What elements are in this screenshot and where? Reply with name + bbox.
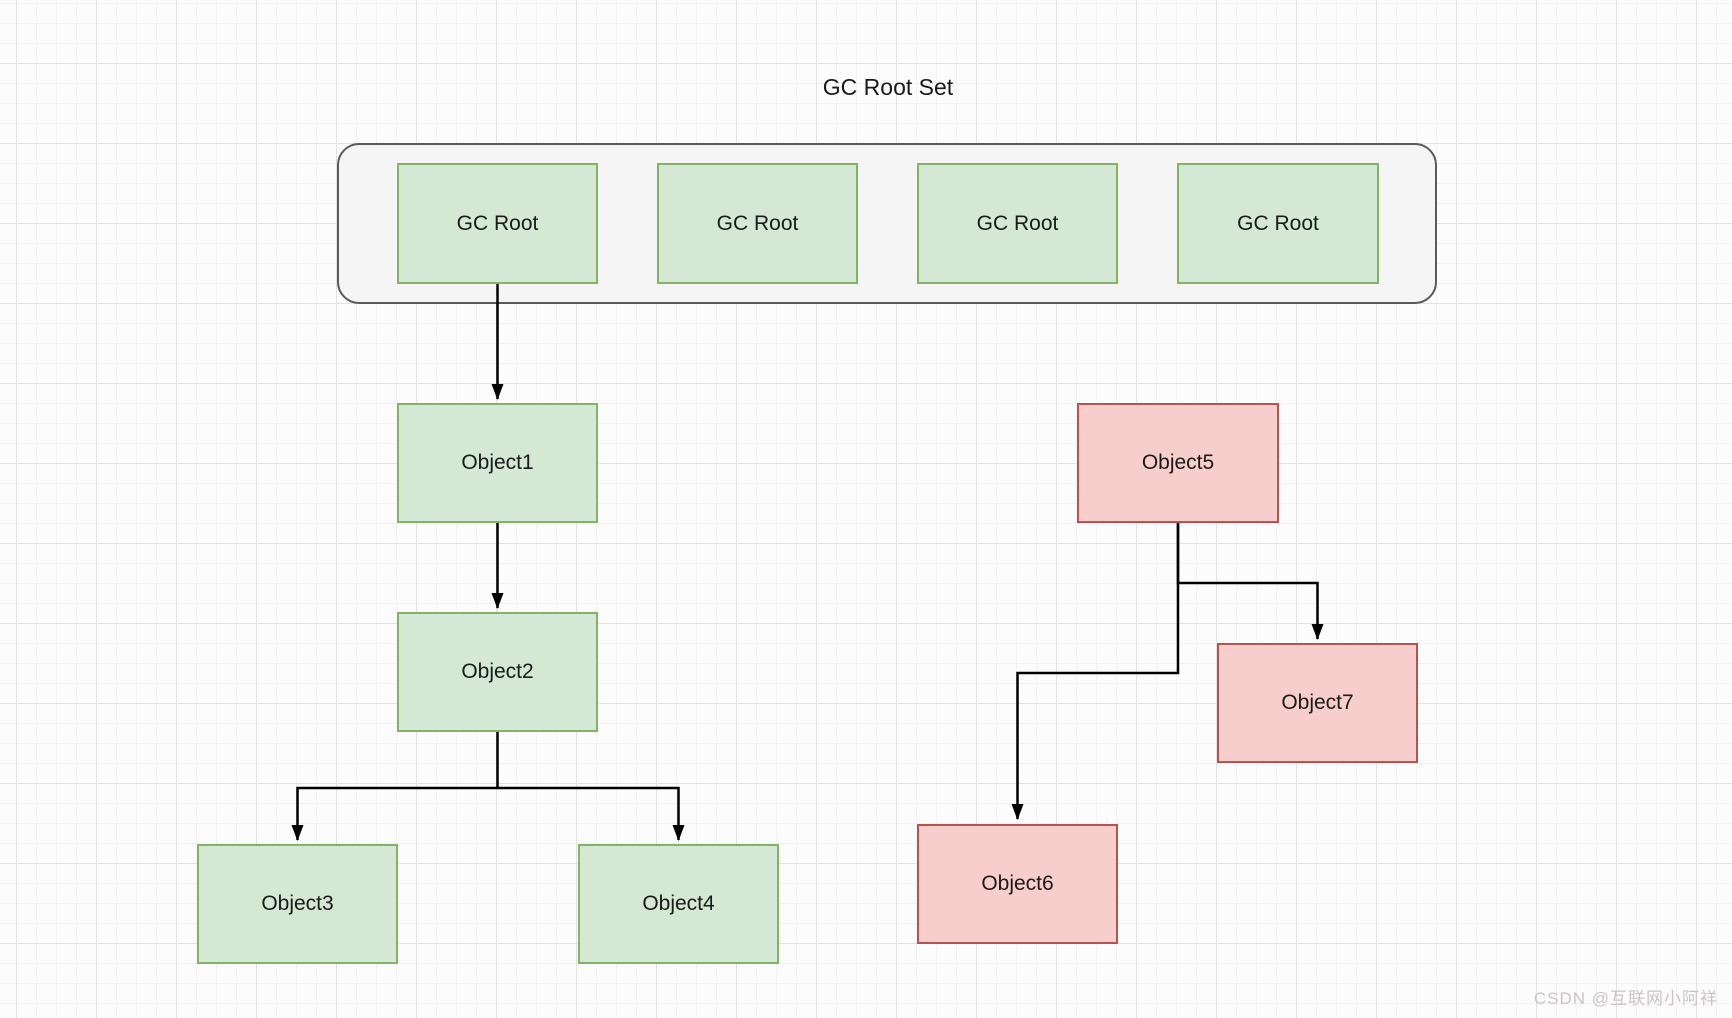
node-gc-root-2: GC Root — [657, 163, 858, 284]
node-label: GC Root — [976, 211, 1059, 235]
node-object3: Object3 — [197, 844, 398, 964]
node-label: Object3 — [261, 892, 334, 915]
node-object4: Object4 — [578, 844, 779, 964]
node-label: Object4 — [642, 892, 715, 915]
node-object5: Object5 — [1077, 403, 1279, 523]
connector-object5-object6 — [1011, 523, 1180, 820]
node-gc-root-1: GC Root — [397, 163, 598, 284]
node-object6: Object6 — [917, 824, 1118, 944]
node-label: Object1 — [461, 451, 534, 474]
connector-object2-object4 — [497, 786, 685, 841]
watermark: CSDN @互联网小阿祥 — [1533, 989, 1718, 1008]
node-label: Object7 — [1281, 691, 1354, 714]
node-label: GC Root — [1237, 211, 1319, 235]
node-gc-root-3: GC Root — [917, 163, 1118, 284]
node-label: GC Root — [456, 211, 539, 235]
node-object1: Object1 — [397, 403, 598, 523]
connector-object5-object7 — [1176, 523, 1324, 640]
node-gc-root-4: GC Root — [1177, 163, 1379, 284]
node-label: Object6 — [981, 872, 1054, 895]
node-object2: Object2 — [397, 612, 598, 732]
node-object7: Object7 — [1217, 643, 1418, 763]
node-label: Object2 — [461, 660, 534, 683]
diagram-title: GC Root Set — [822, 74, 954, 100]
node-label: Object5 — [1141, 451, 1215, 474]
connector-object2-object3 — [291, 786, 498, 841]
node-label: GC Root — [716, 211, 799, 235]
